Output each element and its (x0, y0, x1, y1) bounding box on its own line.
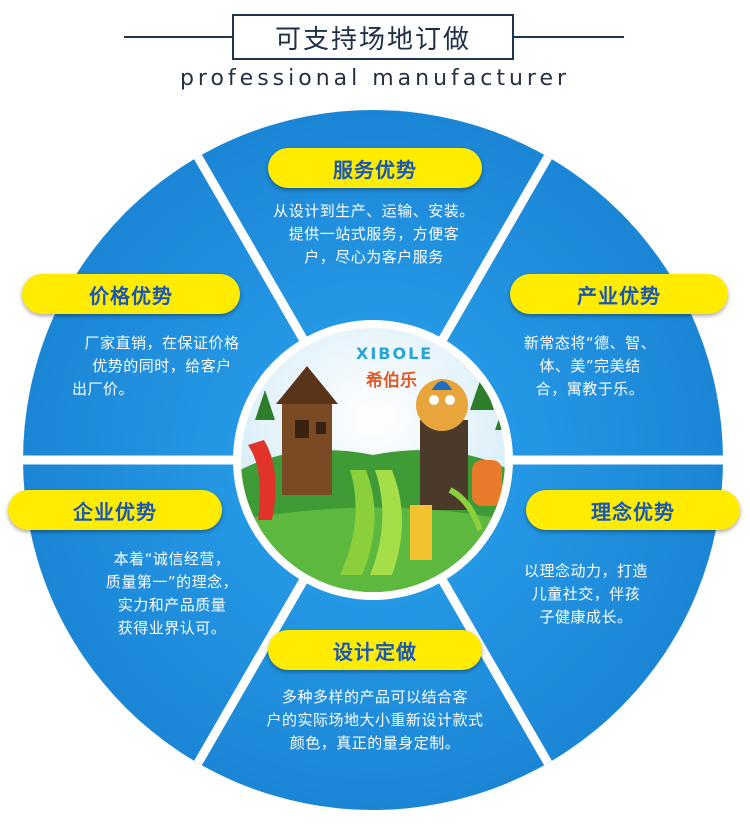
page-title: 可支持场地订做 (274, 24, 471, 55)
header-line-right (514, 36, 624, 38)
industry-advantage-pill: 产业优势 (510, 274, 728, 314)
header-line-left (124, 36, 232, 38)
design-advantage-title: 设计定做 (333, 639, 417, 664)
design-advantage-pill: 设计定做 (268, 630, 482, 670)
enterprise-advantage-pill: 企业优势 (8, 490, 222, 530)
page-subtitle: professional manufacturer (179, 66, 571, 91)
price-advantage-title: 价格优势 (89, 283, 173, 308)
industry-advantage-text: 新常态将“德、智、 体、美”完美结 合，寓教于乐。 (523, 334, 657, 398)
service-advantage-pill: 服务优势 (268, 148, 482, 188)
enterprise-advantage-title: 企业优势 (73, 499, 157, 524)
concept-advantage-title: 理念优势 (591, 499, 675, 524)
price-advantage-pill: 价格优势 (22, 274, 240, 314)
header-title-box: 可支持场地订做 (232, 14, 514, 60)
brand-name: XIBOLE (356, 344, 434, 363)
price-advantage-text: 厂家直销，在保证价格 优势的同时，给客户 出厂价。 (72, 334, 240, 398)
brand-name-cn: 希伯乐 (366, 371, 417, 391)
concept-advantage-text: 以理念动力，打造 儿童社交，伴孩 子健康成长。 (523, 562, 648, 626)
service-advantage-text: 从设计到生产、运输、安装。 提供一站式服务，方便客 户，尽心为客户服务 (273, 202, 475, 266)
concept-advantage-pill: 理念优势 (526, 490, 740, 530)
enterprise-advantage-text: 本着“诚信经营， 质量第一”的理念， 实力和产品质量 获得业界认可。 (105, 550, 239, 637)
design-advantage-text: 多种多样的产品可以结合客 户的实际场地大小重新设计款式 颜色，真正的量身定制。 (266, 688, 484, 752)
service-advantage-title: 服务优势 (333, 157, 417, 182)
industry-advantage-title: 产业优势 (577, 283, 661, 308)
